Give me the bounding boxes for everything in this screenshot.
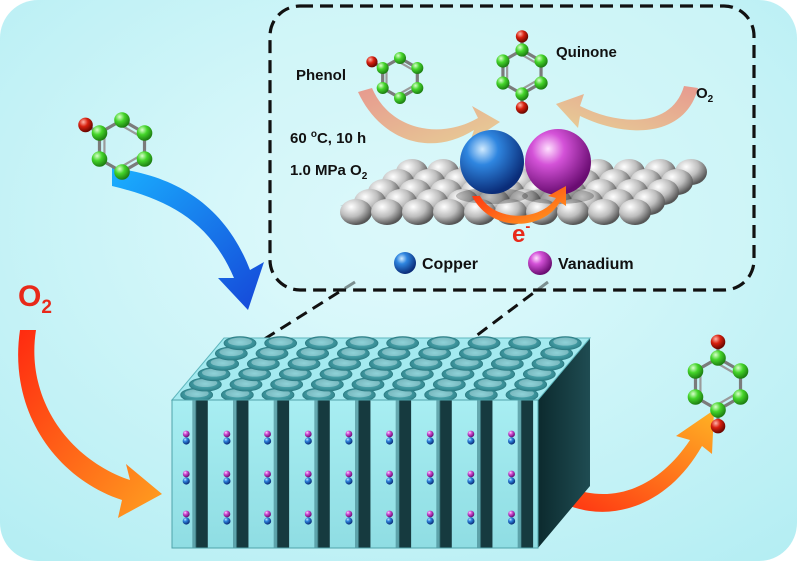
copper-legend-icon: [394, 252, 416, 274]
arrow-phenol-in-icon: [112, 168, 264, 310]
copper-atom-icon: [456, 130, 528, 204]
porous-framework: [170, 336, 592, 549]
phenol-molecule-inset: [366, 52, 424, 104]
phenol-molecule-left: [78, 112, 153, 180]
legend-item-copper: Copper: [394, 252, 478, 274]
quinone-molecule-inset: [496, 30, 548, 114]
quinone-label: Quinone: [556, 44, 617, 61]
arrow-o2-in-icon: [18, 330, 162, 518]
vanadium-legend-icon: [528, 251, 552, 275]
legend-label-copper: Copper: [422, 256, 478, 273]
phenol-label: Phenol: [296, 67, 346, 84]
electron-transfer-arrow-icon: [472, 186, 566, 224]
legend-item-vanadium: Vanadium: [528, 251, 634, 275]
pressure-label: 1.0 MPa O2: [290, 162, 368, 182]
arrow-quinone-out-icon: [540, 410, 714, 512]
o2-inset-label: O2: [696, 85, 714, 105]
legend: Copper Vanadium: [394, 251, 634, 275]
quinone-molecule-right: [687, 334, 749, 434]
o2-main-label: O2: [18, 280, 52, 318]
legend-label-vanadium: Vanadium: [558, 256, 634, 273]
electron-label: e-: [512, 218, 530, 248]
temperature-time-label: 60 oC, 10 h: [290, 129, 366, 147]
